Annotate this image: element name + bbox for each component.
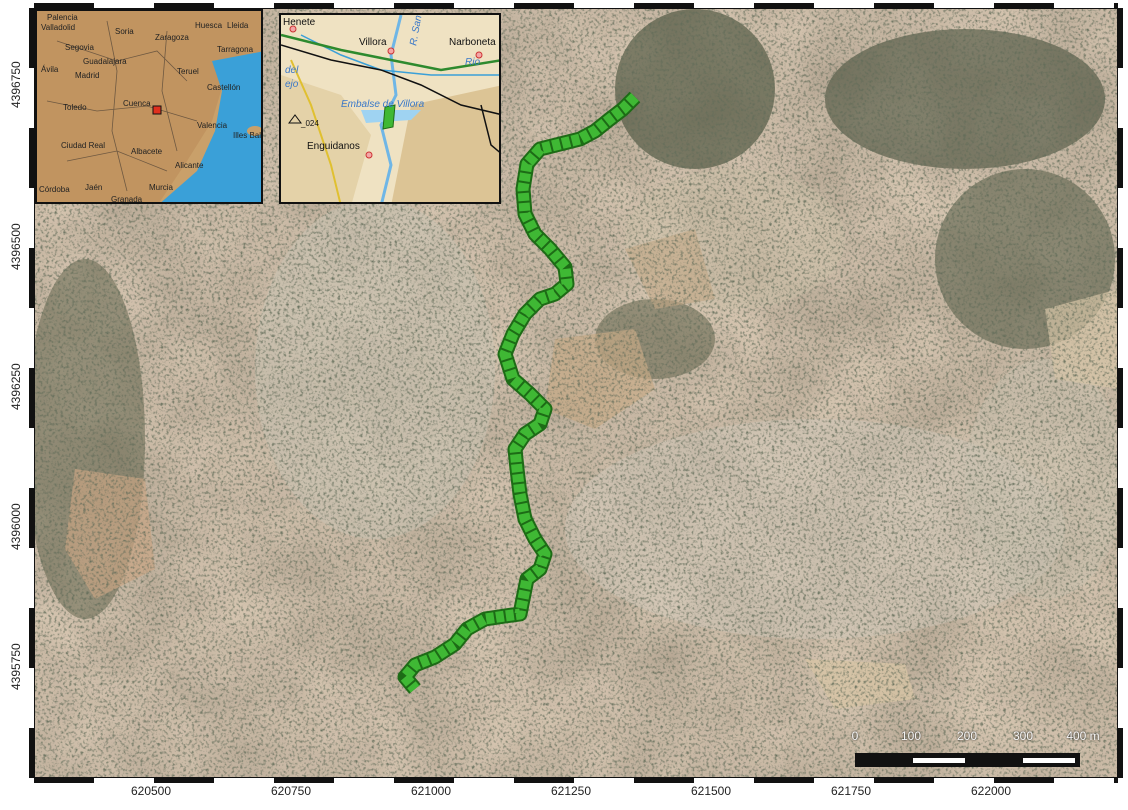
place-label: Jaén [85,183,103,192]
x-tick-label: 621250 [550,784,592,798]
place-label: Narboneta [449,37,496,48]
place-label: Palencia [47,13,78,22]
frame-tick-bar [34,778,1118,783]
place-label: Córdoba [39,185,70,194]
place-label: Teruel [177,67,199,76]
frame-tick-bar [34,3,1118,8]
place-label: Valencia [197,121,228,130]
place-label: Enguidanos [307,141,360,152]
place-label: Tarragona [217,45,254,54]
place-label: Granada [111,195,143,204]
place-label: _024 [301,119,319,128]
inset-overview-map: Palencia Valladolid Soria Huesca Lleida … [35,9,263,204]
frame-tick-bar [1118,8,1123,778]
x-tick-label: 620500 [130,784,172,798]
fragment-label: ejo [285,79,299,90]
place-label: Alicante [175,161,204,170]
scale-bar [855,753,1080,767]
map-frame[interactable]: 0 100 200 300 400 m Palencia Valladolid … [34,8,1118,778]
x-tick-label: 622000 [970,784,1012,798]
inset-local-map: Henete Villora Narboneta Enguidanos Emba… [279,13,501,204]
place-label: Guadalajara [83,57,127,66]
place-label: Madrid [75,71,100,80]
place-label: Castellón [207,83,241,92]
x-tick-label: 621000 [410,784,452,798]
y-tick-label: 4396750 [9,61,23,108]
place-label: Zaragoza [155,33,189,42]
y-tick-label: 4396000 [9,503,23,550]
fragment-label: del [285,65,299,76]
place-label: Illes Bal. [233,131,263,140]
frame-tick-bar [29,8,34,778]
place-label: Ávila [41,65,59,74]
place-label: Cuenca [123,99,151,108]
x-tick-label: 620750 [270,784,312,798]
x-tick-label: 621500 [690,784,732,798]
location-marker-icon [152,105,162,115]
scale-label: 200 [956,729,978,743]
y-tick-label: 4396500 [9,223,23,270]
place-label: Henete [283,17,316,28]
place-label: Toledo [63,103,87,112]
scale-label: 300 [1012,729,1034,743]
place-label: Huesca [195,21,223,30]
place-label: Valladolid [41,23,76,32]
y-tick-label: 4395750 [9,643,23,690]
y-tick-label: 4396250 [9,363,23,410]
place-label: Segovia [65,43,94,52]
x-tick-label: 621750 [830,784,872,798]
place-label: Villora [359,37,387,48]
place-label: Ciudad Real [61,141,106,150]
place-label: Murcia [149,183,174,192]
scale-label: 0 [851,729,859,743]
local-terrain [281,15,499,202]
place-label: Embalse de Villora [341,99,425,110]
study-area-icon [382,104,396,130]
scale-label: 100 [900,729,922,743]
river-label: Rio [465,57,481,68]
scale-label: 400 m [1066,729,1100,743]
place-label: Albacete [131,147,163,156]
overview-terrain [37,11,261,202]
place-label: Lleida [227,21,249,30]
place-label: Soria [115,27,134,36]
